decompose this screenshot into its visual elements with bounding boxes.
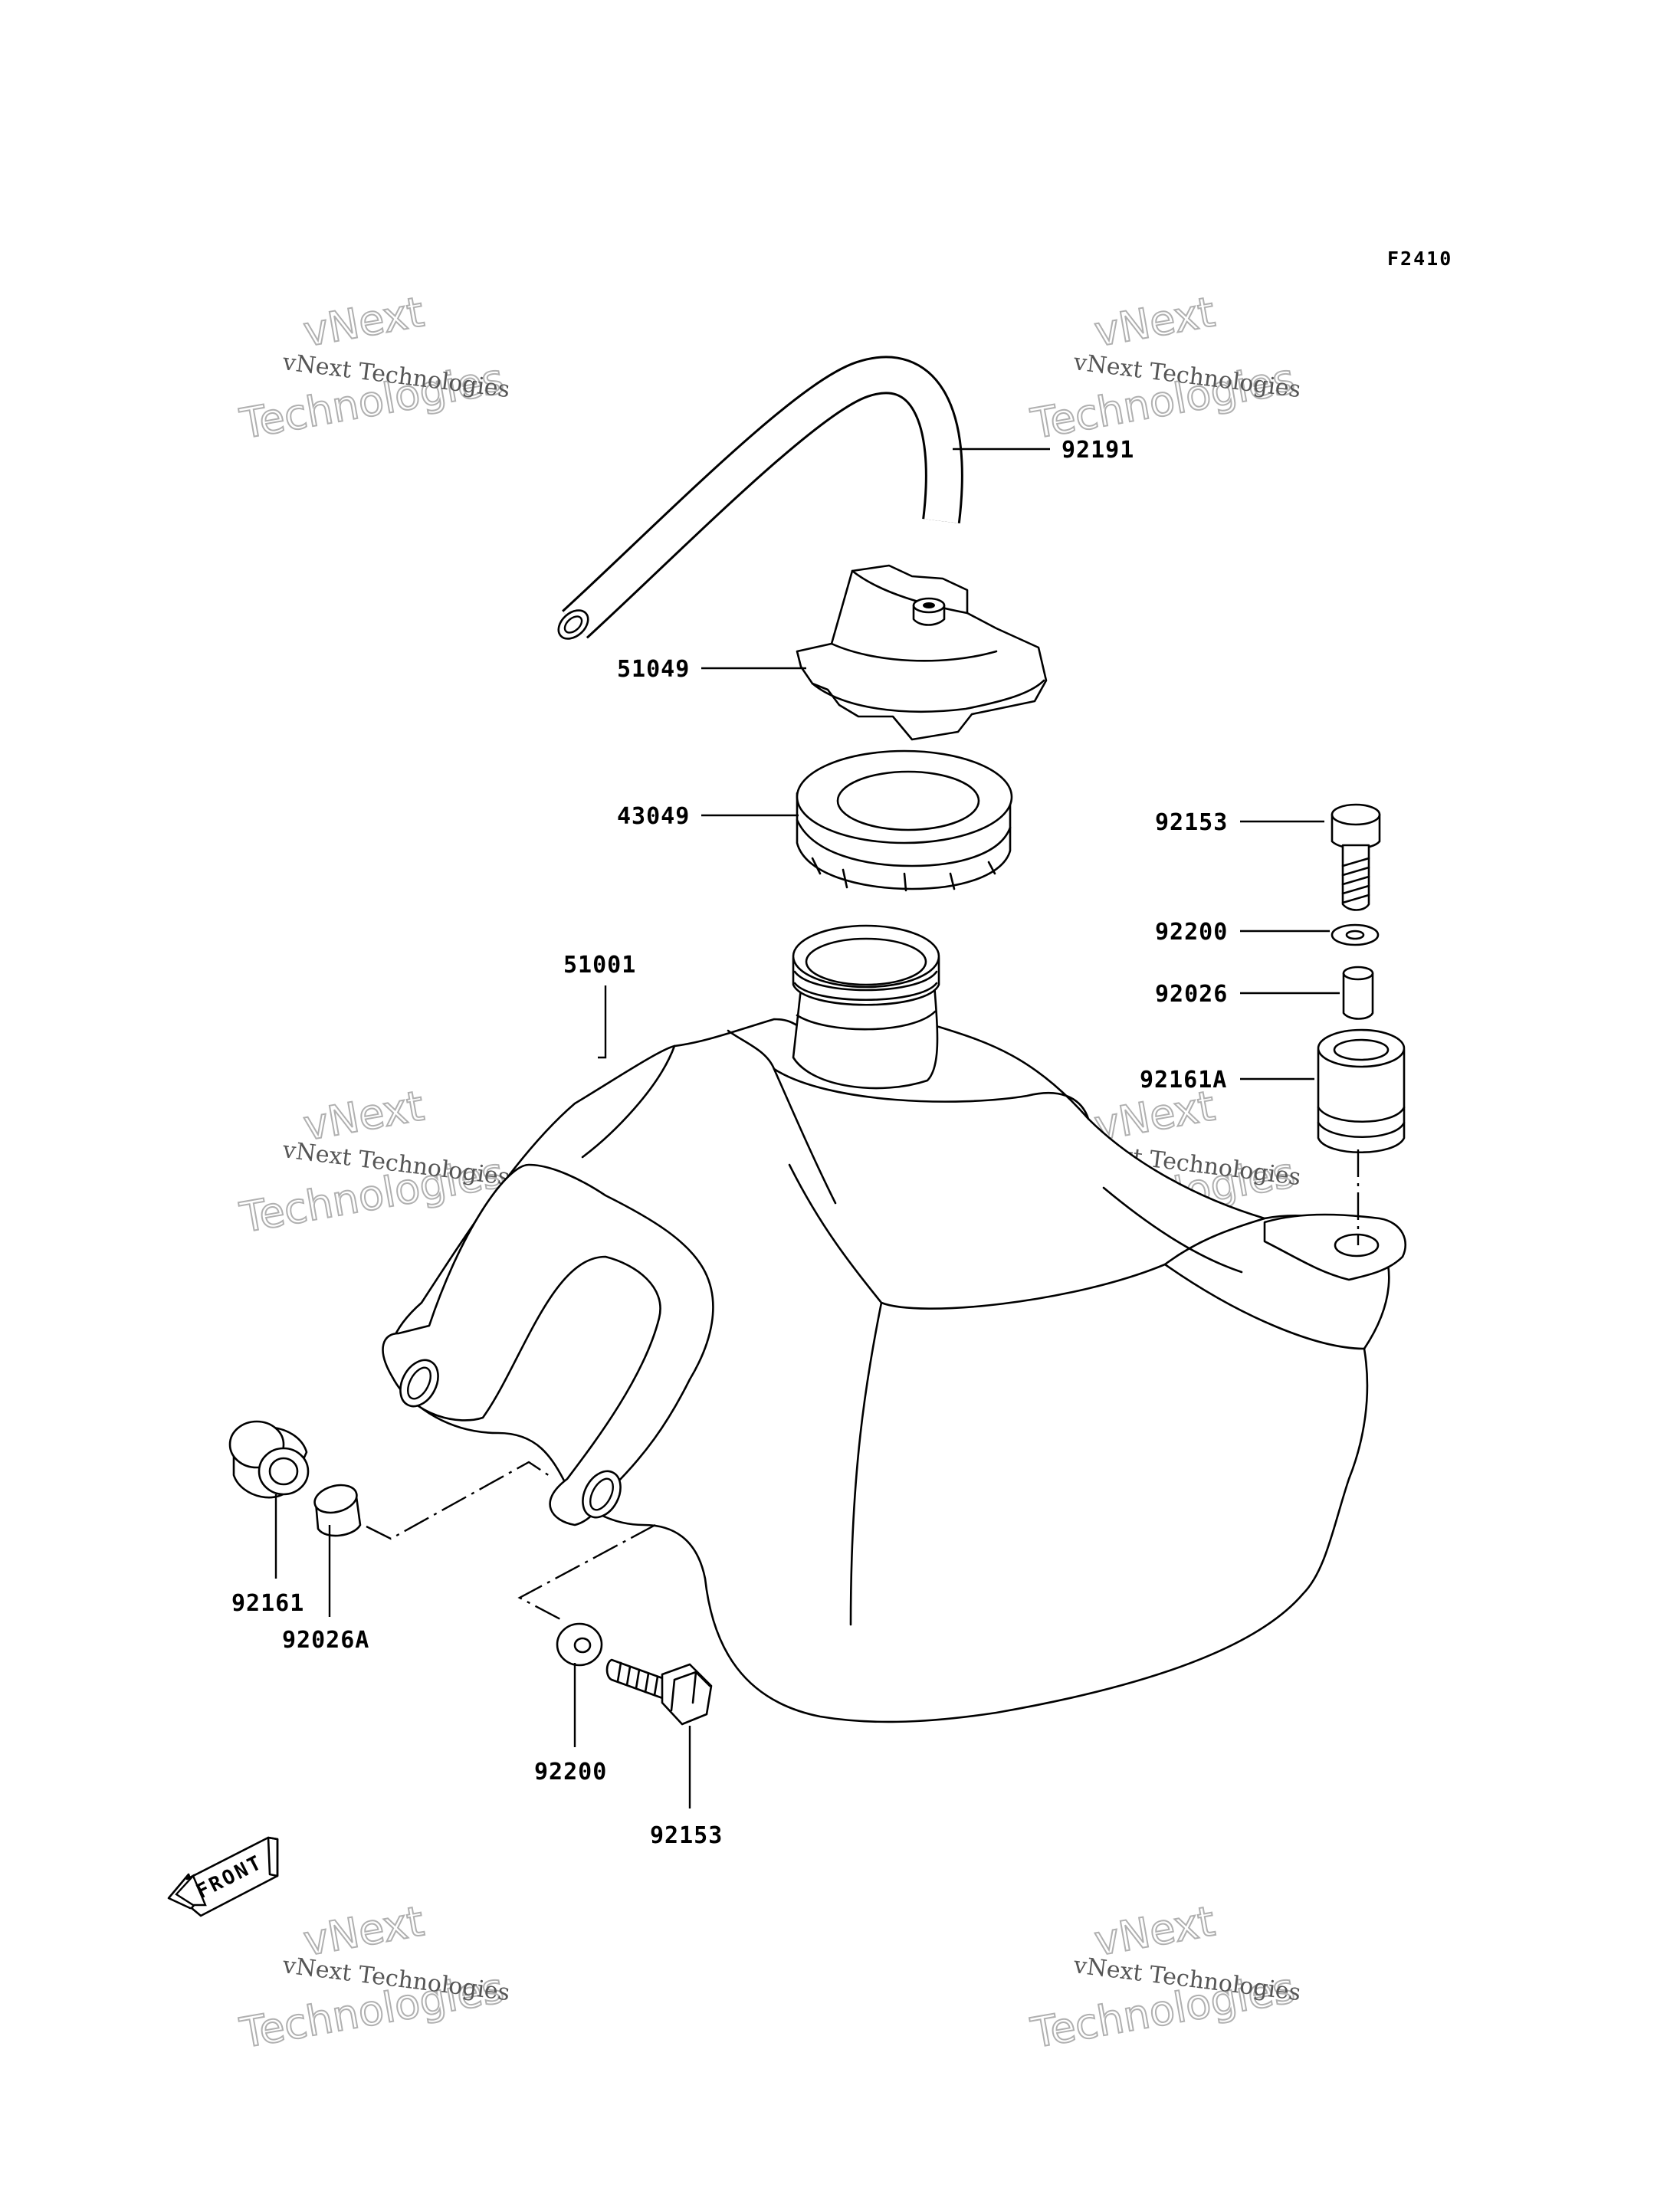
watermark-bottom-left: vNext Technologies vNext Technologies	[235, 1896, 511, 2058]
washer-bottom-icon	[556, 1622, 603, 1667]
watermark-top-right: vNext Technologies vNext Technologies	[1026, 287, 1302, 449]
part-label-51049: 51049	[617, 656, 690, 683]
part-label-92026A: 92026A	[282, 1627, 369, 1654]
bolt-bottom-icon	[605, 1658, 713, 1726]
part-label-43049: 43049	[617, 803, 690, 830]
grommet-left-icon	[228, 1420, 310, 1499]
watermark-text: vNext	[1091, 1897, 1218, 1965]
collar-left-icon	[313, 1484, 362, 1537]
washer-right-icon	[1331, 923, 1380, 946]
watermark-text: vNext	[300, 1897, 427, 1965]
hose-icon	[557, 356, 963, 640]
grommet-right-icon	[1317, 1028, 1406, 1153]
part-label-51001: 51001	[563, 952, 636, 979]
watermark-text: vNext	[300, 1081, 427, 1149]
assembly-centerline	[366, 1461, 553, 1540]
watermark-bottom-right: vNext Technologies vNext Technologies	[1026, 1896, 1302, 2058]
watermark-text: vNext	[300, 287, 427, 356]
watermark-mid-left: vNext Technologies vNext Technologies	[235, 1080, 511, 1243]
part-label-92026: 92026	[1155, 981, 1228, 1008]
watermark-top-left: vNext Technologies vNext Technologies	[235, 287, 511, 449]
part-label-92161A: 92161A	[1140, 1067, 1227, 1094]
gasket-ring-icon	[796, 749, 1013, 892]
part-label-92200-bottom: 92200	[534, 1759, 607, 1785]
assembly-centerline	[517, 1523, 656, 1622]
fuel-tank-icon	[382, 924, 1407, 1723]
part-label-92153-bottom: 92153	[650, 1822, 723, 1849]
part-label-92161: 92161	[231, 1590, 304, 1617]
collar-right-icon	[1342, 966, 1374, 1020]
fuel-cap-icon	[796, 564, 1048, 741]
leader-lines	[274, 448, 1340, 1808]
watermark-text: vNext	[1091, 287, 1218, 356]
figure-id: F2410	[1387, 248, 1452, 270]
front-arrow-icon: FRONT	[167, 1836, 279, 1917]
part-label-92200-right: 92200	[1155, 919, 1228, 946]
part-label-92153-right: 92153	[1155, 809, 1228, 836]
bolt-right-icon	[1331, 803, 1381, 911]
part-label-92191: 92191	[1061, 437, 1134, 464]
